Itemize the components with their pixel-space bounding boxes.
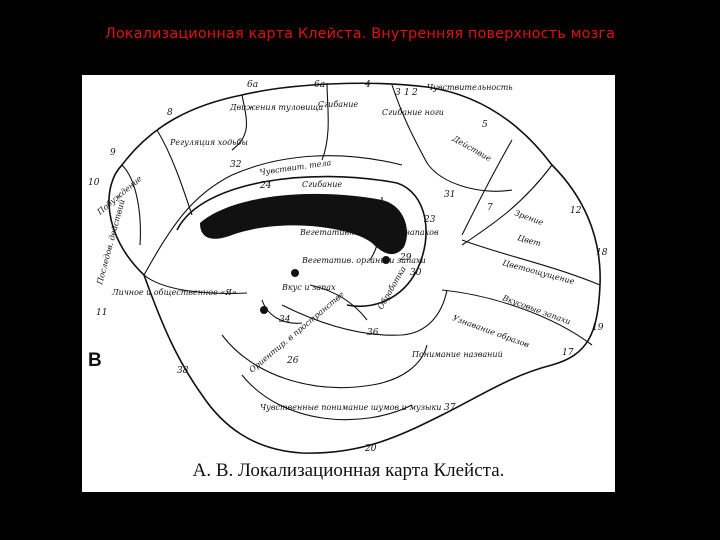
area-number: 18 [596, 248, 608, 258]
area-number: 30 [410, 268, 422, 278]
region-label: Чувствит. тела [259, 158, 332, 177]
region-label: Вкус и запах [281, 283, 336, 292]
area-number: 31 [444, 190, 455, 200]
area-number: 3 [395, 88, 401, 98]
area-number: 5 [482, 120, 488, 130]
area-number: 4 [364, 80, 371, 90]
region-label: Понимание названий [411, 350, 503, 359]
area-number: 37 [444, 403, 456, 413]
region-label: Регуляция ходьбы [169, 138, 248, 147]
area-number: 19 [592, 323, 604, 333]
cingulate-contour [176, 175, 427, 307]
area-number: 8 [167, 108, 173, 118]
brain-map-figure: 6a 6a 4 3 1 2 5 8 7 9 32 24 31 10 23 12 … [82, 75, 615, 492]
slide-title: Локализационная карта Клейста. Внутрення… [104, 26, 616, 42]
region-label: Вегетативные центры запахов [299, 228, 439, 237]
area-number: 6a [247, 80, 258, 90]
area-number: 36 [367, 328, 379, 338]
nucleus-dot [260, 306, 268, 314]
area-number: 7 [487, 203, 493, 213]
area-number: 12 [570, 206, 582, 216]
nucleus-dot [291, 269, 299, 277]
region-label: Сгибание [318, 100, 358, 109]
region-label: Узнавание образов [451, 313, 530, 349]
area-number: 11 [96, 308, 107, 318]
area-number: 10 [88, 178, 100, 188]
area-number: 24 [259, 181, 272, 191]
area-number: 23 [423, 215, 436, 225]
region-label: Личное и общественное «Я» [111, 288, 237, 297]
region-label: Чувствительность [427, 83, 513, 92]
brain-outline [108, 82, 601, 454]
area-number: 6a [314, 80, 325, 90]
area-number: 9 [110, 148, 116, 158]
region-label: Движения туловища [229, 103, 323, 112]
area-number: 17 [562, 348, 574, 358]
area-number: 38 [177, 366, 189, 376]
area-number: 32 [230, 160, 242, 170]
region-label: Зрение [513, 208, 545, 227]
figure-caption: А. В. Локализационная карта Клейста. [192, 460, 505, 481]
region-label: Сгибание [302, 180, 342, 189]
nucleus-dot [382, 256, 390, 264]
area-number: 34 [279, 315, 291, 325]
region-label: Вегетатив. органы и запахи [301, 256, 426, 265]
brain-map-drawing: 6a 6a 4 3 1 2 5 8 7 9 32 24 31 10 23 12 … [88, 80, 608, 454]
area-number: 26 [286, 356, 299, 366]
area-number: 1 [404, 88, 410, 98]
area-number: 2 [411, 88, 418, 98]
area-number: 29 [399, 253, 412, 263]
panel-letter: В [88, 350, 102, 371]
region-label: Вкусовые запахи [500, 293, 571, 326]
region-label: Цвет [516, 233, 542, 248]
region-label: Чувственные понимание шумов и музыки [260, 403, 441, 412]
area-number: 20 [364, 444, 377, 454]
corpus-callosum [200, 193, 408, 255]
region-label: Действие [450, 133, 493, 163]
region-label: Сгибание ноги [382, 108, 444, 117]
region-label: Обработка [376, 265, 408, 311]
